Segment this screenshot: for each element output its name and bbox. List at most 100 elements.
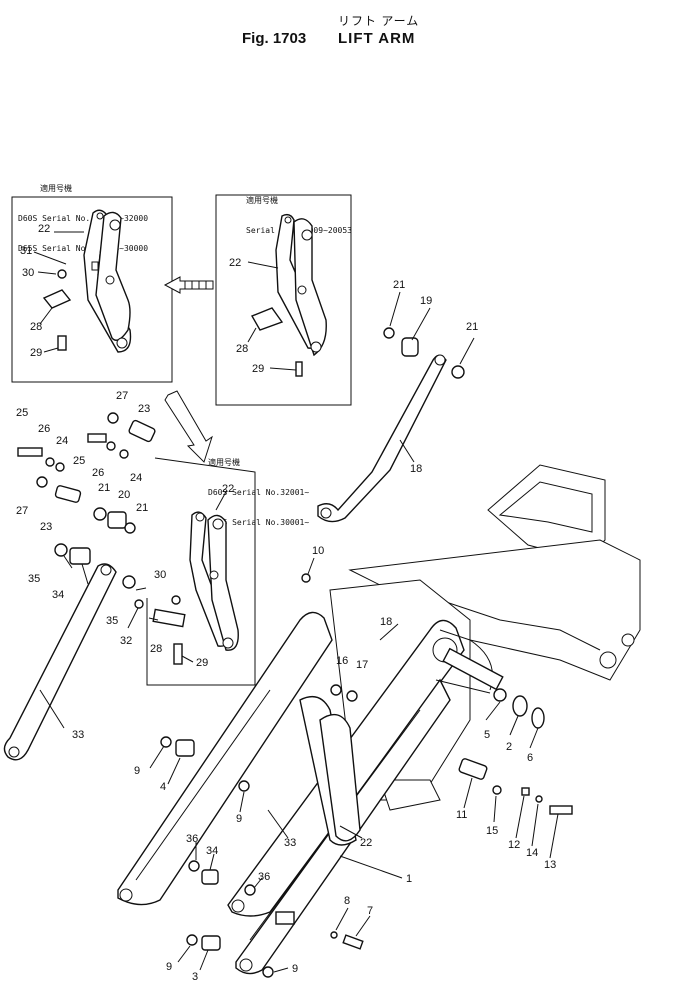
callout-22-left-inset: 22	[38, 223, 50, 235]
grease-fitting-15	[492, 785, 502, 795]
replacement-arrow-horizontal	[163, 276, 214, 294]
inset-box-center	[146, 457, 256, 686]
callout-3: 3	[192, 971, 198, 982]
bushing-21-b	[451, 365, 465, 379]
grease-fitting-10	[301, 573, 311, 583]
callout-9-lower-right: 9	[292, 963, 298, 975]
bushing-21-d	[124, 522, 136, 534]
callout-17: 17	[356, 659, 368, 671]
callout-22-lower: 22	[360, 837, 372, 849]
callout-21-mid-b: 21	[136, 502, 148, 514]
bushing-21-a	[383, 327, 395, 339]
callout-35-left: 35	[28, 573, 40, 585]
bushing-3	[201, 935, 221, 951]
bushing-17	[346, 690, 358, 702]
lift-arm-assembly	[117, 611, 493, 975]
callout-13: 13	[544, 859, 556, 871]
callout-18-frame: 18	[380, 616, 392, 628]
figure-title-japanese: リフト アーム	[338, 14, 420, 28]
pin-left-inset	[42, 289, 72, 309]
callout-21-upper: 21	[393, 279, 405, 291]
lever-center	[189, 511, 239, 651]
callout-10: 10	[312, 545, 324, 557]
callout-29-left-inset: 29	[30, 347, 42, 359]
callout-35-mid: 35	[106, 615, 118, 627]
callout-12: 12	[508, 839, 520, 851]
link-33	[3, 563, 117, 761]
bolt-right-inset	[295, 361, 303, 377]
callout-30-center: 30	[154, 569, 166, 581]
pin-23-a	[54, 485, 82, 503]
callout-28-right-inset: 28	[236, 343, 248, 355]
callout-23-left: 23	[40, 521, 52, 533]
bushing-19	[401, 337, 419, 357]
block-8-mount	[275, 911, 295, 925]
inset-box-right	[215, 194, 352, 406]
serial-note-right-heading: 適用号機	[246, 196, 278, 205]
callout-5: 5	[484, 729, 490, 741]
seal-5	[493, 688, 507, 702]
callout-26-mid: 26	[92, 467, 104, 479]
bolt-13	[549, 805, 573, 815]
bushing-9-b	[238, 780, 250, 792]
callout-27-top: 27	[116, 390, 128, 402]
serial-note-left-heading: 適用号機	[40, 184, 72, 193]
bushing-36-a	[188, 860, 200, 872]
serial-note-center-line1: D60S Serial No.32001~	[208, 488, 310, 497]
callout-labels: 22 31 30 28 29 22 28 29 21 19 21 18 25 2…	[16, 223, 556, 982]
washer-26-a	[45, 457, 55, 467]
bolt-left-inset	[57, 335, 67, 351]
callout-28-center: 28	[150, 643, 162, 655]
callout-29-center: 29	[196, 657, 208, 669]
callout-25-left: 25	[16, 407, 28, 419]
callout-34-left: 34	[52, 589, 64, 601]
callout-34-lower: 34	[206, 845, 218, 857]
bushing-2	[512, 695, 528, 717]
pin-right-inset	[250, 307, 284, 331]
figure-number: Fig. 1703	[242, 30, 307, 47]
washer-26-b	[106, 441, 116, 451]
callout-21-right: 21	[466, 321, 478, 333]
bolt-25-b	[87, 433, 107, 443]
callout-18-link: 18	[410, 463, 422, 475]
callout-16: 16	[336, 655, 348, 667]
inset-box-left	[11, 196, 173, 383]
callout-22-center: 22	[222, 483, 234, 495]
callout-32: 32	[120, 635, 132, 647]
bushing-9-c	[186, 934, 198, 946]
bushing-20	[107, 511, 127, 529]
callout-15: 15	[486, 825, 498, 837]
callout-33-lower: 33	[284, 837, 296, 849]
callout-14: 14	[526, 847, 538, 859]
bushing-21-c	[93, 507, 107, 521]
callout-8: 8	[344, 895, 350, 907]
callout-27-left: 27	[16, 505, 28, 517]
nut-24-b	[119, 449, 129, 459]
grease-fitting-27-b	[107, 412, 119, 424]
callout-9-mid: 9	[236, 813, 242, 825]
bolt-25-a	[17, 447, 43, 457]
washer-14	[535, 795, 543, 803]
figure-title: LIFT ARM	[338, 30, 416, 47]
bushing-4	[175, 739, 195, 757]
callout-26-left: 26	[38, 423, 50, 435]
callout-33-link: 33	[72, 729, 84, 741]
lever-left-inset	[83, 209, 132, 353]
bushing-34-a	[69, 547, 91, 565]
callout-24-mid: 24	[130, 472, 142, 484]
callout-22-right-inset: 22	[229, 257, 241, 269]
lever-right-inset	[275, 213, 327, 357]
bushing-36-b	[244, 884, 256, 896]
callout-21-mid-a: 21	[98, 482, 110, 494]
leader-lines	[33, 231, 559, 973]
pin-11-long	[442, 647, 504, 691]
grease-fitting-27-a	[36, 476, 48, 488]
callout-1: 1	[406, 873, 412, 885]
callout-19: 19	[420, 295, 432, 307]
bushing-16	[330, 684, 342, 696]
callout-28-left-inset: 28	[30, 321, 42, 333]
callout-24-left: 24	[56, 435, 68, 447]
callout-31: 31	[20, 245, 32, 257]
callout-23-top: 23	[138, 403, 150, 415]
link-18	[317, 354, 447, 523]
